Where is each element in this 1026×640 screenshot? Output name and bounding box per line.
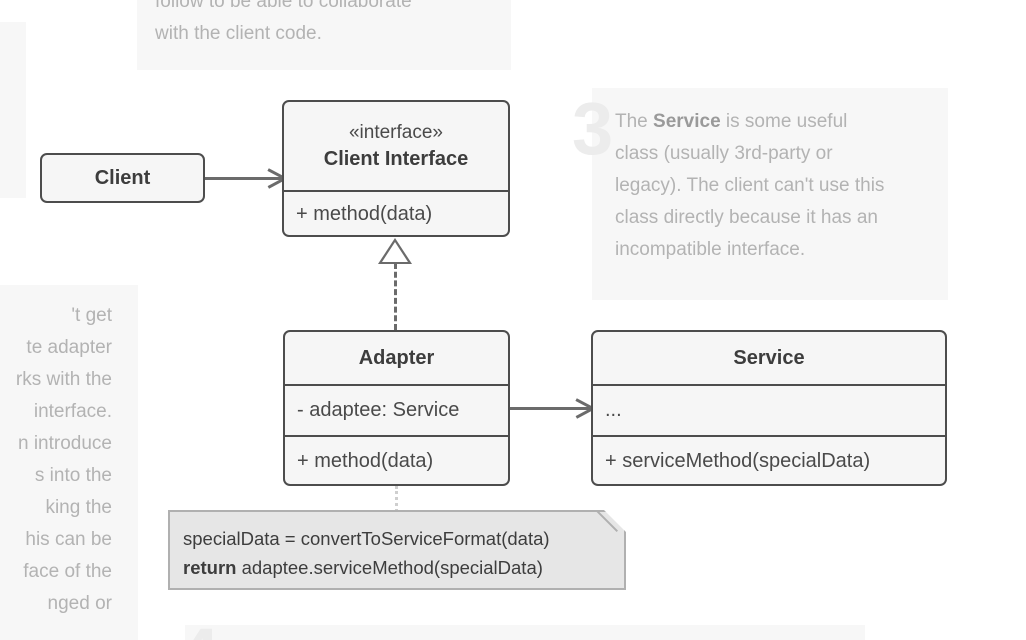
uml-class-client-interface-stereotype: «interface»	[348, 121, 443, 143]
uml-class-client-interface-name: Client Interface	[323, 147, 469, 170]
annotation-panel-right	[592, 88, 948, 300]
annotation-right-line: incompatible interface.	[615, 239, 806, 260]
uml-note-code[interactable]: specialData = convertToServiceFormat(dat…	[168, 510, 626, 590]
uml-class-service-header: Service	[593, 332, 945, 384]
uml-note-keyword-return: return	[183, 557, 237, 578]
uml-class-adapter-name: Adapter	[358, 346, 435, 369]
uml-class-adapter[interactable]: Adapter - adaptee: Service + method(data…	[283, 330, 510, 486]
annotation-number-4: 4	[178, 618, 219, 640]
annotation-panel-top	[137, 0, 511, 70]
uml-note-code-line-2-rest: adaptee.serviceMethod(specialData)	[236, 557, 543, 578]
annotation-left-line: 't get	[71, 305, 112, 326]
connector-adapter-realizes-interface	[394, 263, 397, 330]
annotation-left-line: interface.	[33, 401, 112, 422]
annotation-panel-bottom	[185, 625, 865, 640]
uml-class-client[interactable]: Client	[40, 153, 205, 203]
uml-class-service[interactable]: Service ... + serviceMethod(specialData)	[591, 330, 947, 486]
annotation-number-3: 3	[572, 87, 613, 170]
uml-class-service-attribute: ...	[593, 384, 945, 435]
uml-note-code-line-2: return adaptee.serviceMethod(specialData…	[183, 553, 610, 582]
annotation-panel-left	[0, 285, 138, 640]
uml-note-code-line-1: specialData = convertToServiceFormat(dat…	[183, 528, 550, 549]
connector-client-to-interface	[205, 177, 285, 180]
annotation-right-line: legacy). The client can't use this	[615, 175, 885, 196]
annotation-left-line: king the	[45, 497, 112, 518]
uml-class-adapter-header: Adapter	[285, 332, 508, 384]
uml-class-client-name: Client	[94, 166, 151, 189]
annotation-left-line: nged or	[47, 593, 112, 614]
note-fold-edge-icon	[596, 510, 626, 540]
annotation-left-line: his can be	[25, 529, 112, 550]
annotation-left-line: n introduce	[17, 433, 112, 454]
annotation-top-line-1: follow to be able to collaborate	[155, 0, 412, 12]
annotation-left-line: face of the	[23, 561, 112, 582]
annotation-panel-far-left-upper	[0, 22, 26, 198]
annotation-left-line: te adapter	[26, 337, 112, 358]
annotation-right-line: class (usually 3rd-party or	[615, 143, 833, 164]
annotation-left-line: rks with the	[15, 369, 112, 390]
annotation-bold-service: Service	[653, 111, 721, 132]
uml-class-service-name: Service	[733, 346, 805, 369]
annotation-right-text: The Service is some useful class (usuall…	[615, 106, 945, 266]
uml-class-service-method: + serviceMethod(specialData)	[593, 435, 945, 484]
uml-class-client-interface[interactable]: «interface» Client Interface + method(da…	[282, 100, 510, 237]
uml-class-client-header: Client	[42, 155, 203, 201]
realization-triangle-icon	[378, 238, 412, 264]
annotation-left-line: s into the	[34, 465, 112, 486]
connector-adapter-to-note	[395, 486, 398, 512]
uml-class-client-interface-method: + method(data)	[284, 190, 508, 235]
uml-class-client-interface-header: «interface» Client Interface	[284, 102, 508, 190]
uml-class-adapter-method: + method(data)	[285, 435, 508, 484]
annotation-left-text: 't get te adapter rks with the interface…	[0, 300, 112, 620]
connector-adapter-to-service	[509, 407, 593, 410]
annotation-top-line-2: with the client code.	[155, 23, 322, 44]
annotation-right-line: The Service is some useful	[615, 111, 848, 132]
annotation-right-line: class directly because it has an	[615, 207, 878, 228]
uml-class-adapter-attribute: - adaptee: Service	[285, 384, 508, 435]
